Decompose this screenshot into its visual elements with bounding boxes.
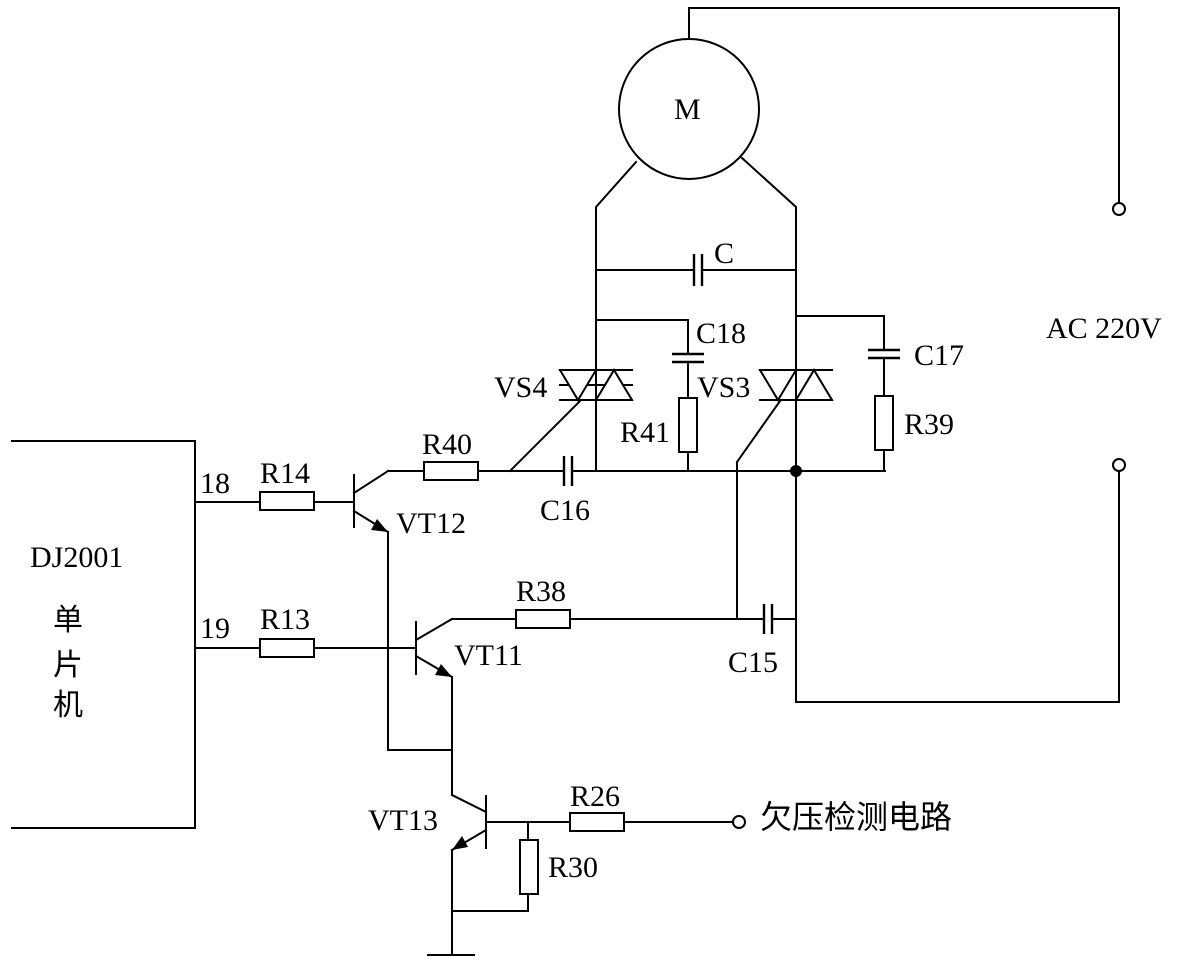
- c18-label: C18: [696, 317, 746, 350]
- undervoltage-terminal: [732, 815, 746, 829]
- resistor-r40: [423, 461, 479, 481]
- mcu-model-label: DJ2001: [30, 541, 123, 574]
- capacitor-c: [692, 254, 704, 286]
- transistor-vt12: [352, 469, 425, 751]
- c16-label: C16: [540, 494, 590, 527]
- resistor-r39: [874, 395, 894, 451]
- r40-label: R40: [422, 428, 472, 461]
- r38-label: R38: [516, 575, 566, 608]
- resistor-r38: [515, 609, 571, 629]
- r41-label: R41: [620, 416, 670, 449]
- c17-label: C17: [914, 339, 964, 372]
- r14-label: R14: [260, 457, 310, 490]
- vt11-label: VT11: [454, 639, 523, 672]
- mcu-name-char-3: 机: [53, 688, 83, 723]
- ac-terminal-top: [1112, 202, 1126, 216]
- transistor-vt13: [427, 793, 571, 956]
- resistor-r26: [569, 812, 625, 832]
- motor-label: M: [674, 93, 701, 126]
- capacitor-c16: [562, 456, 574, 486]
- capacitor-c18: [672, 352, 704, 364]
- r26-label: R26: [570, 780, 620, 813]
- mcu-name-char-2: 片: [53, 648, 83, 683]
- resistor-r14: [259, 491, 315, 511]
- vt12-label: VT12: [396, 507, 466, 540]
- r13-label: R13: [260, 603, 310, 636]
- ac-220v-label: AC 220V: [1046, 312, 1162, 345]
- r30-label: R30: [548, 851, 598, 884]
- resistor-r41: [678, 397, 698, 453]
- ac-terminal-bottom: [1112, 458, 1126, 472]
- triac-vs4: [508, 368, 634, 473]
- triac-vs3: [735, 368, 834, 620]
- resistor-r30: [519, 839, 539, 895]
- vs3-label: VS3: [697, 371, 750, 404]
- pin-18-label: 18: [200, 467, 230, 500]
- vt13-label: VT13: [368, 804, 438, 837]
- pin-19-label: 19: [200, 612, 230, 645]
- c-label: C: [714, 237, 734, 270]
- capacitor-c15: [762, 604, 774, 634]
- r39-label: R39: [904, 408, 954, 441]
- vs4-label: VS4: [494, 371, 547, 404]
- mcu-name-char-1: 单: [53, 603, 83, 638]
- capacitor-c17: [868, 348, 900, 360]
- undervoltage-label: 欠压检测电路: [760, 798, 952, 836]
- c15-label: C15: [728, 646, 778, 679]
- resistor-r13: [259, 638, 315, 658]
- mcu-block: [11, 440, 261, 829]
- transistor-vt11: [387, 617, 517, 796]
